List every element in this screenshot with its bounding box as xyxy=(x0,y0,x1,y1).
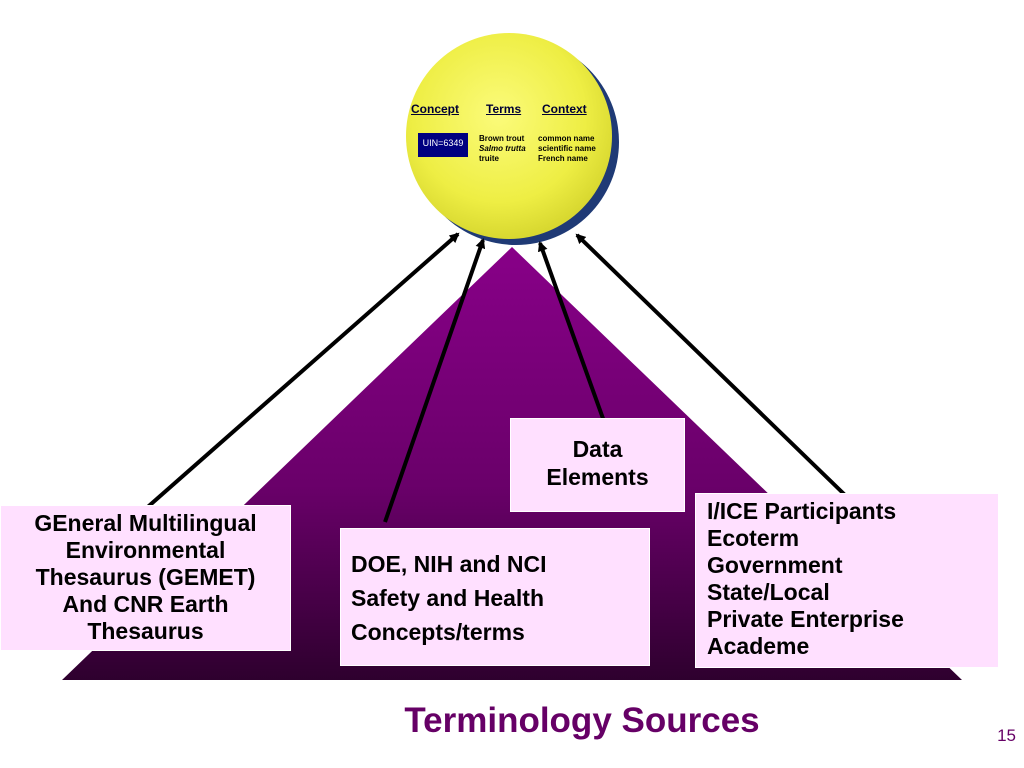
concept-circle xyxy=(406,33,612,239)
arrow-data-elements xyxy=(537,241,612,439)
uin-badge: UIN=6349 xyxy=(418,133,468,157)
source-label-line: Academe xyxy=(707,633,810,659)
context-cell: common name xyxy=(538,134,595,143)
source-label-line: Thesaurus xyxy=(87,618,204,644)
page-title: Terminology Sources xyxy=(404,701,760,740)
arrow-ice xyxy=(575,233,847,497)
source-label-line: Thesaurus (GEMET) xyxy=(35,564,256,590)
term-cell: truite xyxy=(479,154,499,163)
context-cell: scientific name xyxy=(538,144,596,153)
source-label-line: I/ICE Participants xyxy=(707,498,897,524)
column-header-terms: Terms xyxy=(486,102,522,116)
term-cell: Salmo trutta xyxy=(479,144,526,153)
source-label-line: Concepts/terms xyxy=(351,619,525,645)
source-label-line: And CNR Earth xyxy=(62,591,229,617)
source-label-line: GEneral Multilingual xyxy=(34,510,257,536)
source-box-data-elements: Data Elements xyxy=(510,418,685,512)
source-box-ice: I/ICE Participants Ecoterm Government St… xyxy=(695,493,999,668)
source-label-line: Ecoterm xyxy=(707,525,800,551)
source-label-line: DOE, NIH and NCI xyxy=(351,551,547,577)
column-header-context: Context xyxy=(542,102,587,116)
arrow-gemet xyxy=(140,232,460,514)
source-label-line: Data xyxy=(572,436,623,462)
source-label-line: Elements xyxy=(546,464,649,490)
arrow-doe xyxy=(383,238,486,523)
source-box-gemet: GEneral Multilingual Environmental Thesa… xyxy=(0,505,291,651)
source-box-doe: DOE, NIH and NCI Safety and Health Conce… xyxy=(340,528,650,666)
source-label-line: Safety and Health xyxy=(351,585,544,611)
source-label-line: Government xyxy=(707,552,843,578)
column-header-concept: Concept xyxy=(411,102,459,116)
page-number: 15 xyxy=(997,726,1016,745)
term-cell: Brown trout xyxy=(479,134,525,143)
source-label-line: Private Enterprise xyxy=(707,606,904,632)
source-label-line: State/Local xyxy=(707,579,830,605)
source-label-line: Environmental xyxy=(65,537,226,563)
context-cell: French name xyxy=(538,154,588,163)
